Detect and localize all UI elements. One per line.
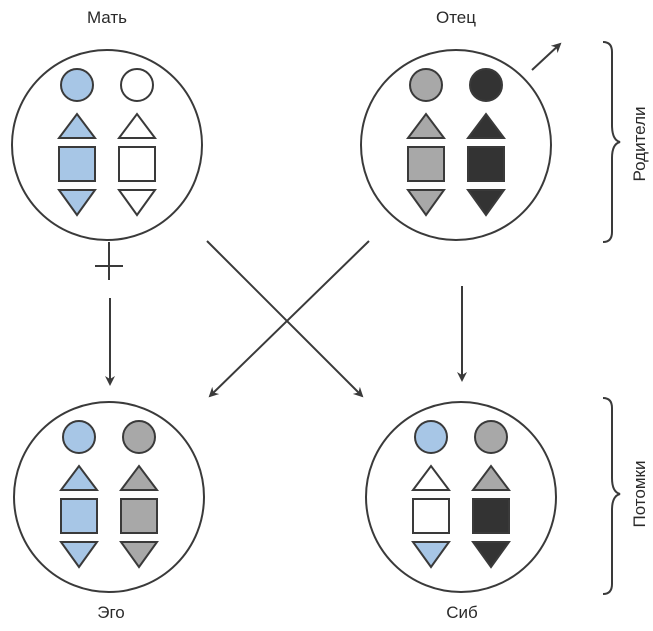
sib-chromosome-2 bbox=[471, 420, 511, 569]
ego-chromosome-1 bbox=[59, 420, 99, 569]
father-allele-circle-2 bbox=[469, 68, 503, 102]
sib-chromosome-1 bbox=[411, 420, 451, 569]
father-chromosome-2 bbox=[466, 68, 506, 217]
ego-label: Эго bbox=[97, 603, 125, 622]
parents-label: Родители bbox=[630, 106, 649, 182]
mother-allele-triangle-down-2 bbox=[117, 189, 157, 217]
mother-allele-square-2 bbox=[118, 146, 156, 182]
ego-allele-triangle-down-2 bbox=[119, 541, 159, 569]
mother-chromosome-1 bbox=[57, 68, 97, 217]
father-allele-triangle-up-1 bbox=[406, 112, 446, 139]
mother-chromosome-2 bbox=[117, 68, 157, 217]
ego-circle bbox=[13, 401, 205, 593]
mother-allele-circle-2 bbox=[120, 68, 154, 102]
father-allele-triangle-down-1 bbox=[406, 189, 446, 217]
mother-to-sib-arrow bbox=[206, 240, 364, 398]
sib-allele-triangle-up-1 bbox=[411, 464, 451, 491]
father-allele-circle-1 bbox=[409, 68, 443, 102]
ego-allele-circle-1 bbox=[62, 420, 96, 454]
mother-circle bbox=[11, 49, 203, 241]
sib-allele-square-1 bbox=[412, 498, 450, 534]
father-to-ego-arrow bbox=[208, 240, 370, 398]
father-allele-triangle-up-2 bbox=[466, 112, 506, 139]
ego-allele-square-2 bbox=[120, 498, 158, 534]
mother-label: Мать bbox=[86, 8, 128, 27]
father-allele-square-1 bbox=[407, 146, 445, 182]
sib-label: Сиб bbox=[446, 603, 478, 622]
father-allele-square-2 bbox=[467, 146, 505, 182]
sib-allele-triangle-down-2 bbox=[471, 541, 511, 569]
ego-allele-triangle-up-1 bbox=[59, 464, 99, 491]
sib-circle bbox=[365, 401, 557, 593]
father-circle bbox=[360, 49, 552, 241]
mother-allele-triangle-up-1 bbox=[57, 112, 97, 139]
sib-allele-circle-1 bbox=[414, 420, 448, 454]
ego-chromosome-2 bbox=[119, 420, 159, 569]
ego-allele-triangle-down-1 bbox=[59, 541, 99, 569]
sib-allele-triangle-down-1 bbox=[411, 541, 451, 569]
male-symbol-arrow bbox=[531, 42, 562, 71]
chromosome-layer bbox=[57, 68, 511, 569]
mother-allele-triangle-up-2 bbox=[117, 112, 157, 139]
ego-allele-triangle-up-2 bbox=[119, 464, 159, 491]
mother-allele-square-1 bbox=[58, 146, 96, 182]
father-chromosome-1 bbox=[406, 68, 446, 217]
father-label: Отец bbox=[435, 8, 476, 27]
offspring-bracket bbox=[602, 397, 621, 595]
sib-allele-triangle-up-2 bbox=[471, 464, 511, 491]
offspring-label: Потомки bbox=[630, 460, 649, 528]
ego-allele-circle-2 bbox=[122, 420, 156, 454]
mother-allele-triangle-down-1 bbox=[57, 189, 97, 217]
father-allele-triangle-down-2 bbox=[466, 189, 506, 217]
mother-allele-circle-1 bbox=[60, 68, 94, 102]
sib-allele-circle-2 bbox=[474, 420, 508, 454]
parents-bracket bbox=[602, 41, 621, 243]
ego-allele-square-1 bbox=[60, 498, 98, 534]
sib-allele-square-2 bbox=[472, 498, 510, 534]
